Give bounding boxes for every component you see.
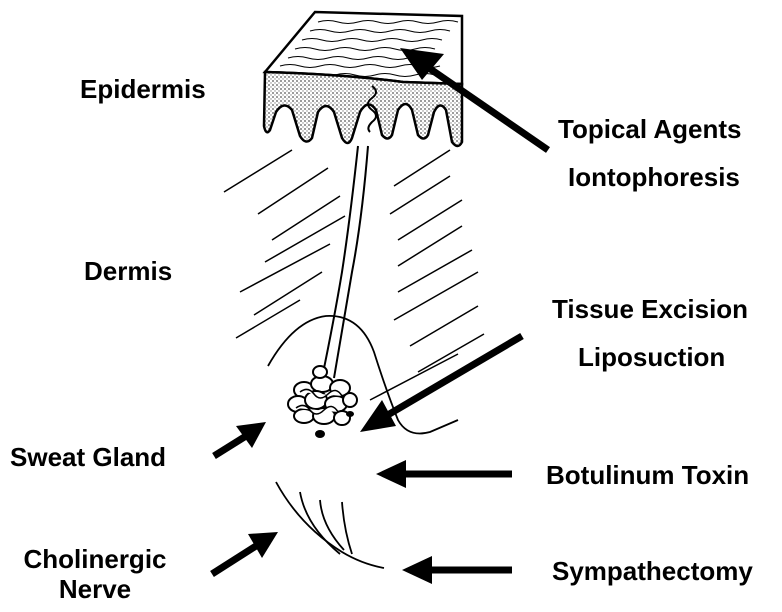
arrow-sweat-gland — [214, 422, 266, 456]
arrow-botulinum-toxin — [376, 460, 512, 488]
label-epidermis: Epidermis — [80, 74, 206, 104]
cholinergic-nerve-fibers — [276, 482, 384, 568]
sweat-duct — [322, 146, 368, 378]
epidermis-front-stippled — [264, 72, 462, 146]
label-topical-agents: Topical Agents — [558, 114, 741, 144]
arrow-cholinergic-nerve — [212, 532, 278, 574]
label-cholinergic-nerve: Cholinergic Nerve — [10, 544, 180, 604]
label-botulinum-toxin: Botulinum Toxin — [546, 460, 749, 490]
label-sweat-gland: Sweat Gland — [10, 442, 166, 472]
label-dermis: Dermis — [84, 256, 172, 286]
epidermis-block — [264, 12, 462, 146]
label-nerve-line2: Nerve — [10, 574, 180, 604]
sweat-gland-coil — [288, 366, 357, 425]
label-sympathectomy: Sympathectomy — [552, 556, 753, 586]
label-tissue-excision: Tissue Excision — [552, 294, 748, 324]
label-iontophoresis: Iontophoresis — [568, 162, 740, 192]
gland-dot — [346, 411, 354, 417]
gland-dot — [315, 430, 325, 438]
label-liposuction: Liposuction — [578, 342, 725, 372]
label-cholinergic-line1: Cholinergic — [10, 544, 180, 574]
arrow-sympathectomy — [402, 556, 512, 584]
